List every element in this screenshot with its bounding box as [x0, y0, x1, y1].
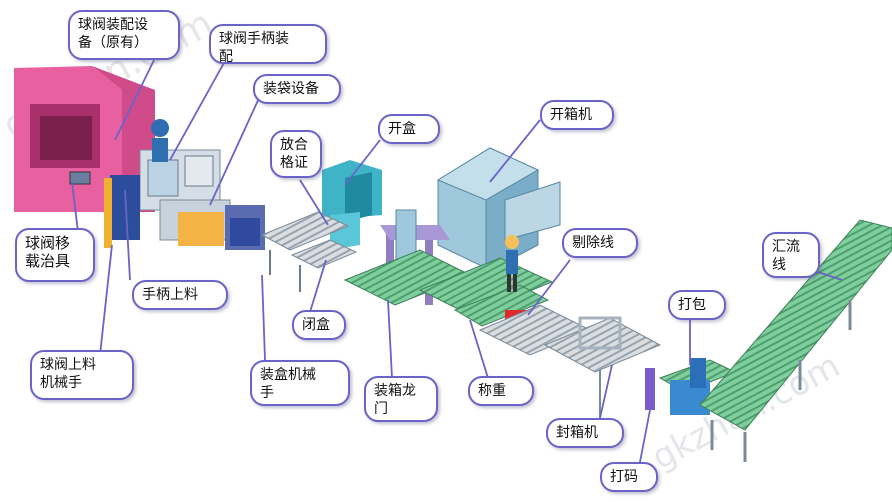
case-conveyor	[343, 249, 592, 356]
callout-ball-valve-transfer-fixture: 球阀移 载治具	[15, 228, 95, 282]
callout-merge-line: 汇流 线	[762, 232, 820, 278]
callout-weighing: 称重	[468, 376, 534, 406]
callout-boxing-robot: 装盒机械 手	[250, 360, 350, 406]
case-erector-machine	[436, 147, 561, 273]
strapping-machine	[658, 358, 737, 415]
callout-reject-line: 剔除线	[562, 228, 638, 258]
callout-close-box: 闭盒	[292, 310, 346, 340]
callout-case-sealer: 封箱机	[546, 418, 624, 448]
case-sealer-machine	[543, 316, 662, 420]
callout-case-packing-gantry: 装箱龙 门	[364, 376, 438, 422]
merge-line-conveyor	[699, 219, 892, 462]
callout-ball-valve-loading-robot: 球阀上料 机械手	[30, 350, 134, 400]
callout-pointers	[71, 51, 843, 463]
handle-assembly-station	[104, 119, 265, 250]
callout-strapping: 打包	[668, 290, 726, 320]
callout-handle-loading: 手柄上料	[132, 280, 228, 310]
callout-coding: 打码	[600, 462, 658, 492]
box-opening-station	[322, 160, 382, 250]
callout-place-certificate: 放合 格证	[270, 130, 322, 178]
callout-ball-valve-assembly-existing: 球阀装配设 备（原有）	[68, 10, 180, 60]
worker-figure	[505, 235, 519, 292]
callout-carton-erector: 开箱机	[540, 100, 614, 130]
callout-ball-valve-handle-assembly: 球阀手柄装 配	[209, 24, 327, 65]
input-conveyor	[260, 211, 358, 292]
callout-bagging-equipment: 装袋设备	[253, 74, 341, 104]
callout-open-box: 开盒	[378, 114, 440, 144]
